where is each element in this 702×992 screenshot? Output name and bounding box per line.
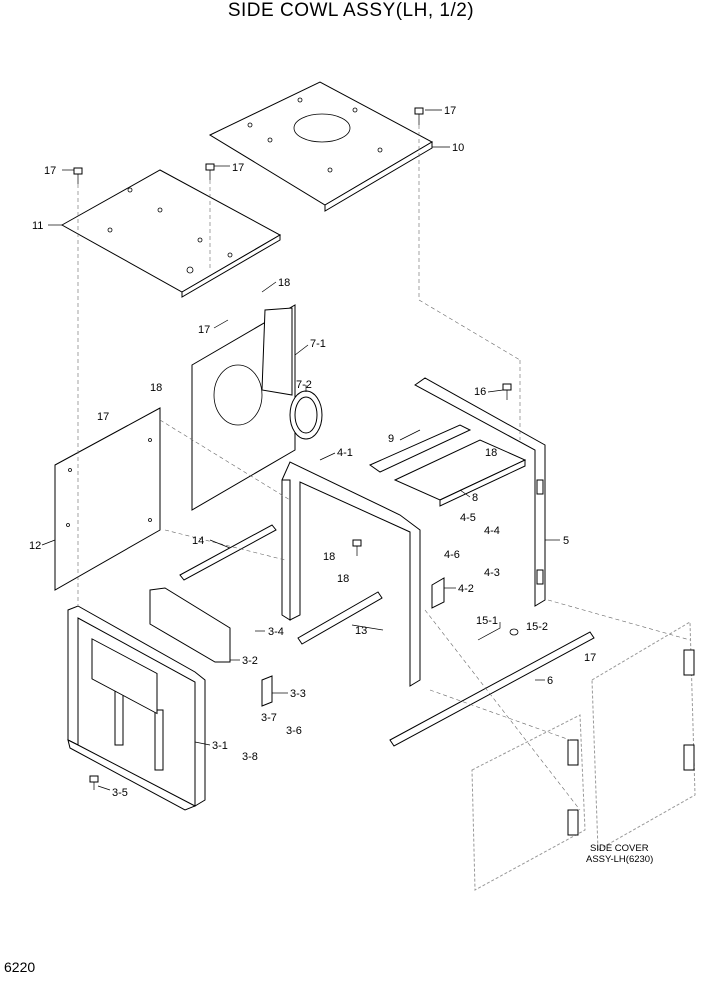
part-14-rod (179, 524, 277, 581)
label-4-4: 4-4 (484, 525, 500, 537)
label-17: 17 (198, 324, 210, 336)
label-17: 17 (232, 162, 244, 174)
label-16: 16 (474, 386, 486, 398)
part-4-2-bracket (431, 577, 445, 609)
label-18: 18 (323, 551, 335, 563)
label-18: 18 (278, 277, 290, 289)
part-9-channel (368, 424, 472, 473)
label-17: 17 (44, 165, 56, 177)
side-cover-note-line-1: SIDE COVER (590, 843, 649, 854)
label-4-1: 4-1 (337, 447, 353, 459)
side-cover-note-line-2: ASSY-LH(6230) (586, 854, 653, 865)
label-3-8: 3-8 (242, 751, 258, 763)
label-4-6: 4-6 (444, 549, 460, 561)
label-17: 17 (584, 652, 596, 664)
part-15-1-hook (477, 622, 501, 641)
label-8: 8 (472, 492, 478, 504)
part-11-plate (60, 169, 282, 298)
label-15-2: 15-2 (526, 621, 548, 633)
label-4-3: 4-3 (484, 567, 500, 579)
label-7-2: 7-2 (296, 379, 312, 391)
label-15-1: 15-1 (476, 615, 498, 627)
assembly-lines (77, 125, 691, 811)
diagram-title: SIDE COWL ASSY(LH, 1/2) (227, 0, 475, 21)
label-12: 12 (29, 540, 41, 552)
label-4-2: 4-2 (458, 583, 474, 595)
label-9: 9 (388, 433, 394, 445)
label-3-4: 3-4 (268, 626, 284, 638)
leader-lines (41, 109, 560, 791)
label-5: 5 (563, 535, 569, 547)
part-3-3-bracket (261, 675, 273, 707)
label-10: 10 (452, 142, 464, 154)
label-17: 17 (97, 411, 109, 423)
label-17: 17 (444, 105, 456, 117)
side-cover-reference (471, 621, 696, 891)
part-12-panel (54, 407, 161, 591)
label-3-2: 3-2 (242, 655, 258, 667)
label-3-1: 3-1 (212, 740, 228, 752)
label-14: 14 (192, 535, 204, 547)
part-7-2-seal (289, 390, 323, 440)
part-6-bar (389, 631, 595, 747)
label-13: 13 (355, 625, 367, 637)
part-5-frame (414, 377, 546, 607)
bolts (73, 107, 512, 790)
label-6: 6 (547, 675, 553, 687)
part-13-bar (297, 591, 383, 645)
page-number: 6220 (4, 959, 36, 975)
label-11: 11 (32, 220, 43, 232)
label-18: 18 (150, 382, 162, 394)
label-3-3: 3-3 (290, 688, 306, 700)
label-18: 18 (337, 573, 349, 585)
side-cover-note: SIDE COVER ASSY-LH(6230) (586, 843, 653, 865)
label-3-5: 3-5 (112, 787, 128, 799)
part-10-top-plate (208, 81, 434, 212)
part-3-1-frame (67, 605, 206, 811)
label-3-6: 3-6 (286, 725, 302, 737)
part-8-bracket (393, 439, 527, 507)
part-3-2-plate (149, 587, 231, 663)
part-7-1-panel (191, 304, 296, 511)
label-4-5: 4-5 (460, 512, 476, 524)
label-7-1: 7-1 (310, 338, 326, 350)
part-4-1-frame (281, 461, 421, 687)
label-3-7: 3-7 (261, 712, 277, 724)
label-18: 18 (485, 447, 497, 459)
part-labels: 17 10 17 17 11 18 17 7-1 18 7-2 17 16 9 … (29, 105, 596, 799)
part-15-2-washer (509, 628, 519, 636)
